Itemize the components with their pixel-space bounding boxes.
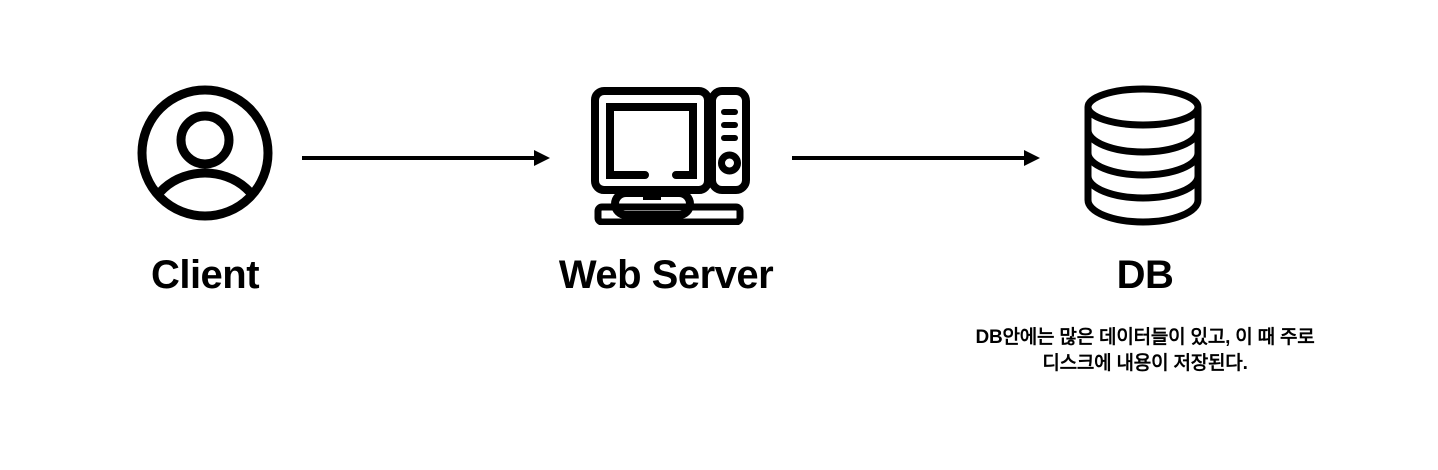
arrow-client-to-server-icon — [300, 142, 552, 174]
arrow-server-to-db-icon — [790, 142, 1042, 174]
database-cylinder-icon — [1083, 85, 1203, 227]
desktop-computer-icon — [590, 85, 750, 226]
user-circle-icon — [130, 85, 280, 221]
db-caption-line-2: 디스크에 내용이 저장된다. — [1042, 353, 1248, 374]
db-caption: DB안에는 많은 데이터들이 있고, 이 때 주로 디스크에 내용이 저장된다. — [895, 325, 1395, 377]
node-label-web-server: Web Server — [558, 253, 774, 297]
db-caption-line-1: DB안에는 많은 데이터들이 있고, 이 때 주로 — [975, 327, 1315, 348]
node-label-db: DB — [1116, 253, 1174, 297]
node-label-client: Client — [150, 253, 260, 297]
